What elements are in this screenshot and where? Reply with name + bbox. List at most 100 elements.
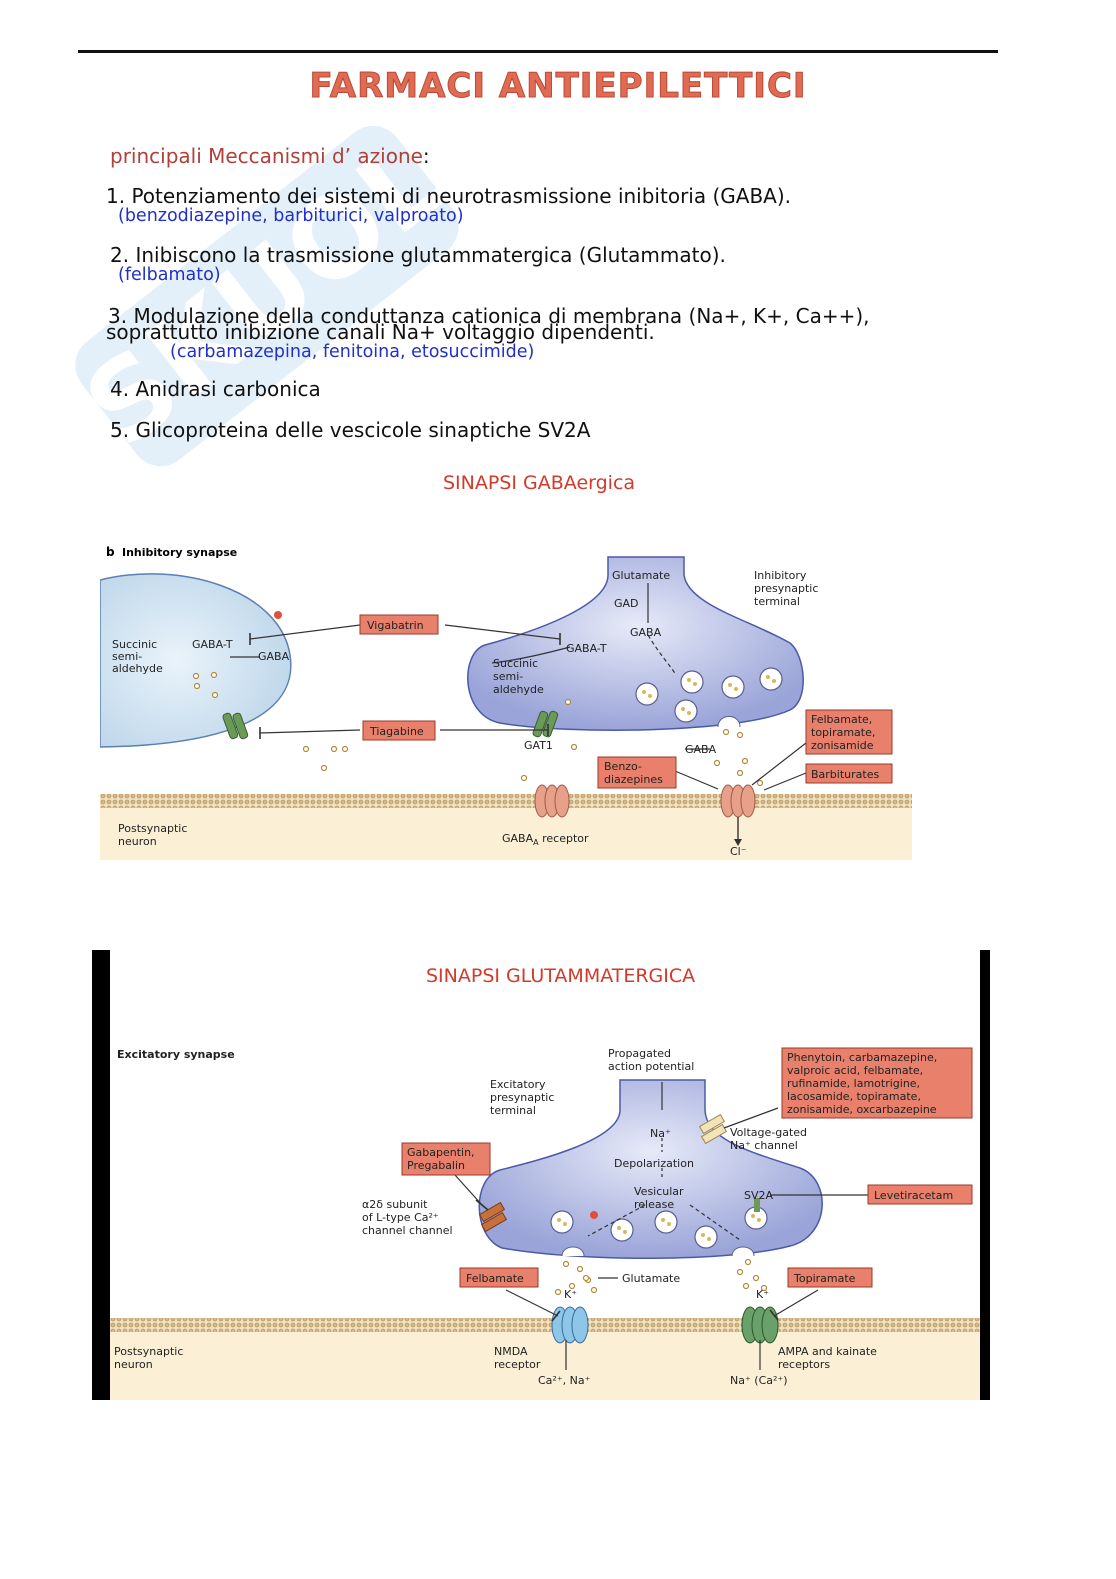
propagated-2: action potential: [608, 1060, 694, 1073]
vesicular-1: Vesicular: [634, 1185, 684, 1198]
terminal-gaba: GABA: [630, 626, 662, 639]
glia-succinic-1: Succinic: [112, 638, 157, 651]
glutamate-section-title: SINAPSI GLUTAMMATERGICA: [426, 965, 696, 987]
vigabatrin-box: [359, 614, 439, 635]
drug-gabapentin-1: Gabapentin,: [407, 1146, 475, 1159]
mechanism-2: 2. Inibiscono la trasmissione glutammate…: [110, 243, 726, 267]
page-title: FARMACI ANTIEPILETTICI: [309, 66, 807, 107]
figure-frame-left: [92, 950, 110, 1400]
depolarization-label: Depolarization: [614, 1157, 694, 1170]
drug-barbiturates: Barbiturates: [811, 768, 879, 781]
gaba-section-title: SINAPSI GABAergica: [443, 472, 636, 494]
terminal-gad: GAD: [614, 597, 639, 610]
marker-dot: [274, 611, 282, 619]
gabaa-receptor-right: [720, 784, 756, 818]
glial-cell: [100, 573, 292, 748]
mechanism-3-continued: soprattutto inibizione canali Na+ voltag…: [106, 320, 655, 344]
glu-vesicles: [550, 1206, 768, 1249]
sv2a-label: SV2A: [744, 1189, 774, 1202]
sv2a-protein: [754, 1198, 760, 1212]
drug-levetiracetam: Levetiracetam: [874, 1189, 953, 1202]
mechanism-3: 3. Modulazione della conduttanza cationi…: [108, 304, 870, 328]
terminal-succinic-2: semi-: [493, 670, 523, 683]
mechanism-5: 5. Glicoproteina delle vescicole sinapti…: [110, 418, 591, 442]
drug-phenytoin-2: valproic acid, felbamate,: [787, 1064, 923, 1077]
mechanisms-heading-colon: :: [422, 144, 430, 168]
chloride-label: Cl⁻: [730, 845, 747, 858]
k-label-1: K⁺: [564, 1288, 577, 1301]
gat1-transporter-glia: [222, 712, 249, 740]
drug-felbamate-1: Felbamate,: [811, 713, 872, 726]
mechanism-2-drugs: (felbamato): [118, 265, 221, 285]
drug-felbamate-glu: Felbamate: [466, 1272, 524, 1285]
glu-postsynaptic-2: neuron: [114, 1358, 153, 1371]
mechanisms-heading-text: principali Meccanismi d’ azione: [110, 144, 423, 168]
glu-postsynaptic-membrane: [110, 1318, 980, 1332]
terminal-succinic-1: Succinic: [493, 657, 538, 670]
drug-phenytoin-3: rufinamide, lamotrigine,: [787, 1077, 920, 1090]
propagated-1: Propagated: [608, 1047, 671, 1060]
glia-succinic-3: aldehyde: [112, 662, 163, 675]
drug-felbamate-2: topiramate,: [811, 726, 875, 739]
mechanism-3-drugs: (carbamazepina, fenitoina, etosuccimide): [170, 342, 535, 362]
glia-gabat: GABA-T: [192, 638, 233, 651]
terminal-gat1: GAT1: [524, 739, 553, 752]
glutamate-molecules: [554, 1258, 768, 1296]
benzodiazepines-box: [597, 756, 677, 789]
drug-tiagabine: Tiagabine: [369, 725, 424, 738]
inhibitory-presynaptic-terminal: [467, 556, 804, 731]
felbamate-box: [805, 709, 893, 755]
gabaa-receptor-left: [534, 784, 570, 818]
alpha2delta-channel: [478, 1201, 508, 1233]
nmda-label-1: NMDA: [494, 1345, 528, 1358]
terminal-glutamate: Glutamate: [612, 569, 670, 582]
gabaa-receptor-label: GABAA receptor: [502, 832, 589, 847]
vg-channel-1: Voltage-gated: [730, 1126, 807, 1139]
gaba-postsynaptic-2: neuron: [118, 835, 157, 848]
mechanism-1-drugs: (benzodiazepine, barbiturici, valproato): [118, 206, 464, 226]
terminal-succinic-3: aldehyde: [493, 683, 544, 696]
glutamate-synapse-diagram: Excitatory synapse Propagated action pot…: [110, 1047, 980, 1400]
alpha-subunit-3: channel channel: [362, 1224, 453, 1237]
glutamate-label: Glutamate: [622, 1272, 680, 1285]
terminal-gabat: GABA-T: [566, 642, 607, 655]
gaba-molecules: [192, 671, 764, 787]
na-label: Na⁺: [650, 1127, 671, 1140]
gaba-panel-label: b: [106, 545, 115, 559]
topiramate-box: [787, 1267, 873, 1288]
gaba-synapse-diagram: b Inhibitory synapse Succinic semi- alde…: [100, 545, 912, 860]
drug-felbamate-3: zonisamide: [811, 739, 874, 752]
mechanism-1: 1. Potenziamento dei sistemi di neurotra…: [106, 184, 791, 208]
ampa-ions: Na⁺ (Ca²⁺): [730, 1374, 788, 1387]
nmda-ions: Ca²⁺, Na⁺: [538, 1374, 591, 1387]
drug-benzo-1: Benzo-: [604, 760, 642, 773]
vg-channel-2: Na⁺ channel: [730, 1139, 798, 1152]
terminal-inhibitory-1: Inhibitory: [754, 569, 807, 582]
glu-postsynaptic-area: [110, 1325, 980, 1400]
mechanism-4: 4. Anidrasi carbonica: [110, 377, 321, 401]
glu-panel-title: Excitatory synapse: [117, 1048, 235, 1061]
drug-gabapentin-2: Pregabalin: [407, 1159, 465, 1172]
nmda-receptor: [551, 1306, 589, 1344]
nmda-label-2: receptor: [494, 1358, 541, 1371]
glu-marker-dot: [590, 1211, 598, 1219]
postsynaptic-neuron-area: [100, 801, 912, 860]
gaba-postsynaptic-1: Postsynaptic: [118, 822, 187, 835]
glia-succinic-2: semi-: [112, 650, 142, 663]
terminal-inhibitory-3: terminal: [754, 595, 800, 608]
postsynaptic-membrane: [100, 794, 912, 808]
felbamate-box-glu: [459, 1267, 539, 1288]
synaptic-vesicles: [635, 667, 783, 723]
gabapentin-box: [401, 1142, 491, 1176]
drug-phenytoin-5: zonisamide, oxcarbazepine: [787, 1103, 937, 1116]
terminal-inhibitory-2: presynaptic: [754, 582, 818, 595]
glu-postsynaptic-1: Postsynaptic: [114, 1345, 183, 1358]
ampa-kainate-receptor: [741, 1306, 779, 1344]
levetiracetam-box: [867, 1184, 973, 1205]
drug-topiramate: Topiramate: [793, 1272, 856, 1285]
glia-gaba: GABA: [258, 650, 290, 663]
drug-phenytoin-1: Phenytoin, carbamazepine,: [787, 1051, 937, 1064]
excitatory-2: presynaptic: [490, 1091, 554, 1104]
drug-phenytoin-4: lacosamide, topiramate,: [787, 1090, 921, 1103]
vesicular-2: release: [634, 1198, 674, 1211]
